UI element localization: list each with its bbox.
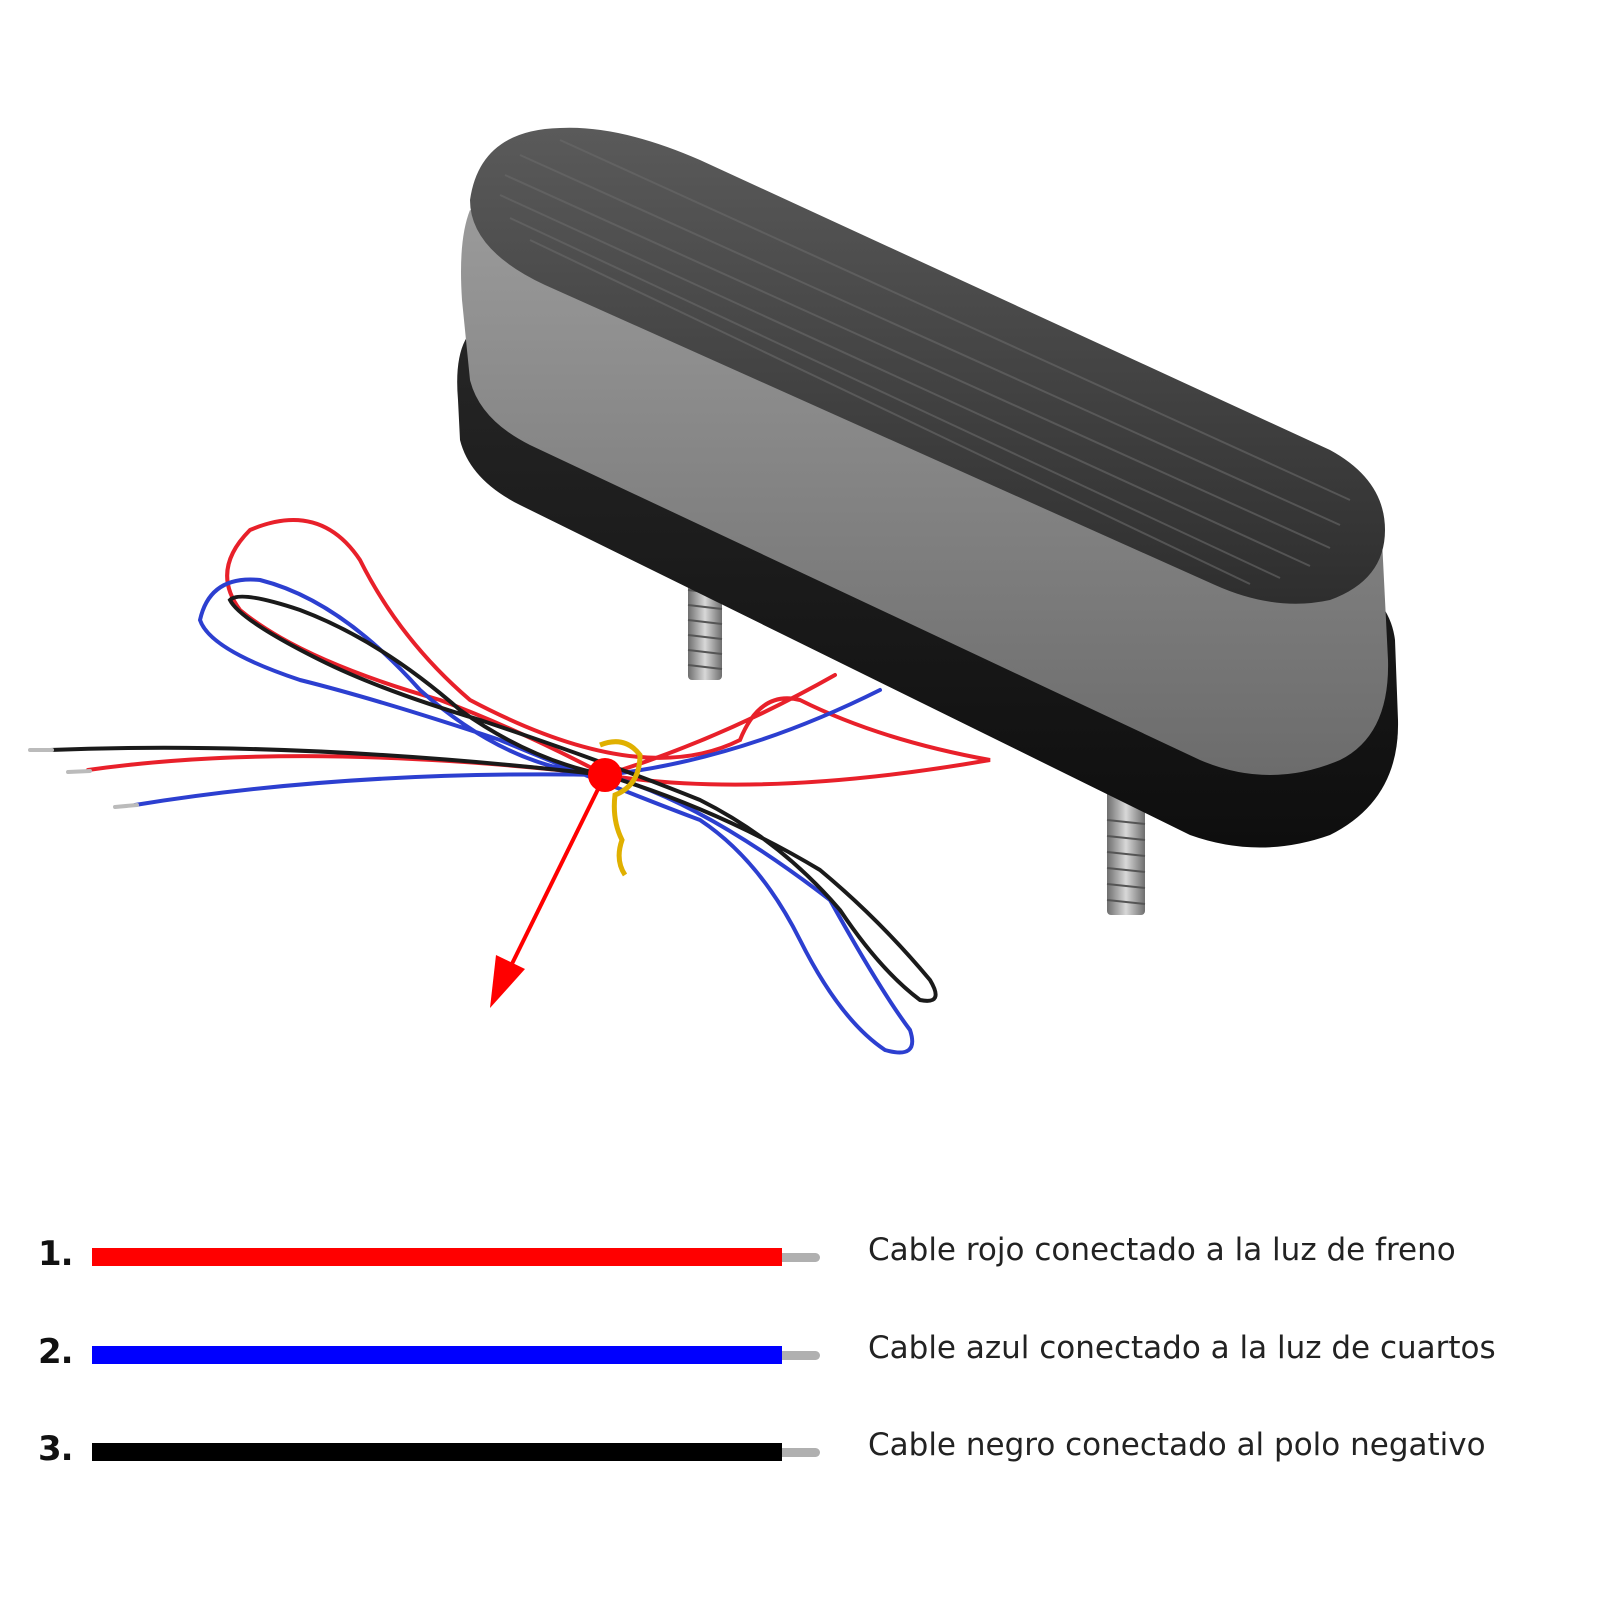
legend-row-black: 3. Cable negro conectado al polo negativ… — [0, 1423, 1600, 1483]
wire-tip — [782, 1351, 820, 1360]
legend-row-red: 1. Cable rojo conectado a la luz de fren… — [0, 1228, 1600, 1288]
legend-text: Cable rojo conectado a la luz de freno — [868, 1232, 1456, 1268]
lamp-lens-side — [461, 210, 1389, 775]
legend-number: 3. — [38, 1429, 74, 1469]
pointer-dot — [588, 758, 622, 792]
arrow-head-icon — [490, 955, 525, 1008]
wire-body — [92, 1443, 782, 1461]
blue-wire — [133, 577, 915, 1055]
led-light-bar-illustration — [28, 127, 1399, 1055]
red-wire-sample — [92, 1248, 820, 1266]
black-wire — [48, 594, 938, 1003]
wire-body — [92, 1248, 782, 1266]
wire-body — [92, 1346, 782, 1364]
legend-row-blue: 2. Cable azul conectado a la luz de cuar… — [0, 1326, 1600, 1386]
black-wire-sample — [92, 1443, 820, 1461]
legend-text: Cable negro conectado al polo negativo — [868, 1427, 1486, 1463]
zip-tie — [599, 739, 643, 877]
wire-tip — [782, 1253, 820, 1262]
lens-ribs — [499, 139, 1351, 585]
legend-text: Cable azul conectado a la luz de cuartos — [868, 1330, 1496, 1366]
legend-number: 1. — [38, 1234, 74, 1274]
blue-wire-sample — [92, 1346, 820, 1364]
legend-number: 2. — [38, 1332, 74, 1372]
wire-tip — [782, 1448, 820, 1457]
pointer-arrow — [490, 758, 622, 1008]
